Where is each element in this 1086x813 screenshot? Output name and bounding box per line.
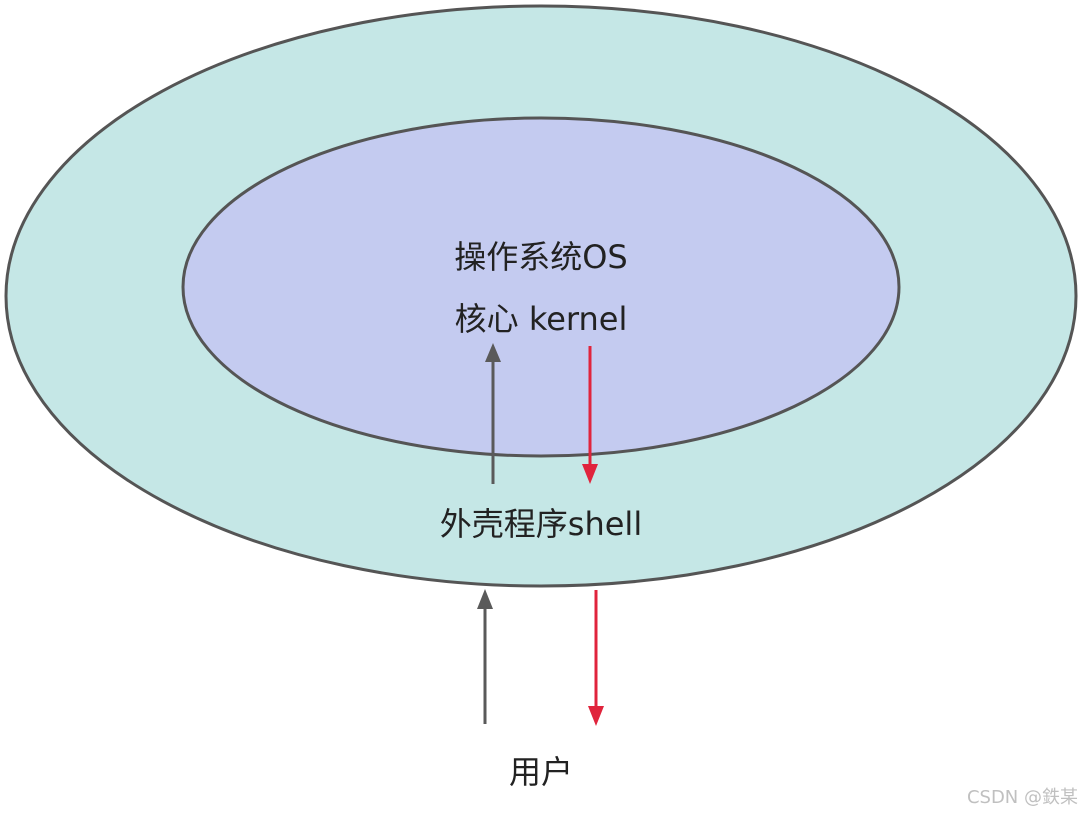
kernel-label: 核心 kernel	[455, 300, 628, 338]
arrow-shell-to-user-head	[588, 706, 604, 726]
shell-label: 外壳程序shell	[440, 505, 642, 543]
arrow-user-to-shell-head	[477, 589, 493, 609]
kernel-ellipse	[181, 116, 901, 458]
arrow-shell-to-kernel-head	[485, 343, 501, 362]
user-label: 用户	[509, 753, 573, 791]
arrow-shell-to-user	[588, 590, 604, 726]
arrow-kernel-to-shell-head	[582, 464, 598, 484]
watermark: CSDN @鉄某	[967, 787, 1078, 808]
arrow-kernel-to-shell	[582, 346, 598, 484]
arrow-user-to-shell	[477, 589, 493, 724]
arrow-shell-to-kernel	[485, 343, 501, 484]
os-label: 操作系统OS	[454, 238, 628, 276]
